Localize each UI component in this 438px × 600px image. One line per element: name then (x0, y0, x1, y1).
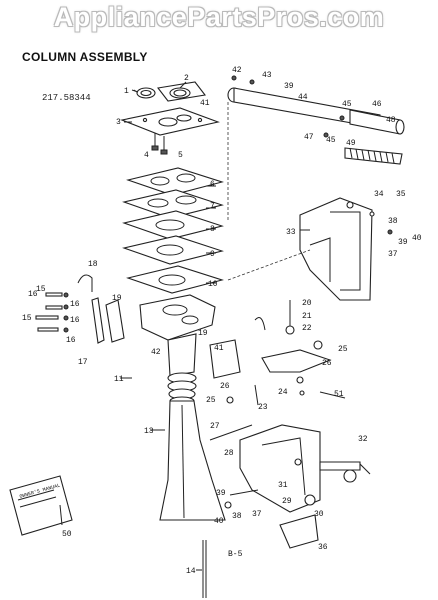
callout-4: 4 (144, 151, 149, 160)
callout-7: 7 (210, 202, 215, 211)
callout-46: 46 (372, 100, 382, 109)
drive-shaft (202, 540, 207, 598)
callout-16c: 16 (70, 316, 80, 325)
callout-20: 20 (302, 299, 312, 308)
callout-19a: 19 (112, 294, 122, 303)
callout-15a: 15 (36, 285, 46, 294)
callout-29: 29 (282, 497, 292, 506)
diagram-title: COLUMN ASSEMBLY (22, 50, 148, 64)
callout-40b: 40 (214, 517, 224, 526)
callout-1: 1 (124, 87, 129, 96)
callout-14: 14 (186, 567, 196, 576)
callout-16d: 16 (66, 336, 76, 345)
callout-44: 44 (298, 93, 308, 102)
gasket-stack (122, 167, 224, 294)
callout-48: 48 (386, 116, 396, 125)
callout-25a: 25 (338, 345, 348, 354)
callout-17: 17 (78, 358, 88, 367)
callout-42a: 42 (151, 348, 161, 357)
transom-clamp-bracket (209, 424, 371, 549)
callout-labels: 1 2 3 4 5 6 7 8 9 10 11 42 13 14 15 15 1… (22, 66, 422, 576)
leader-lines (59, 81, 310, 571)
tilt-lock-group (209, 300, 346, 406)
callout-16b: 16 (70, 300, 80, 309)
callout-10: 10 (208, 280, 218, 289)
callout-26b: 26 (220, 382, 230, 391)
callout-16a: 16 (28, 290, 38, 299)
callout-2: 2 (184, 74, 189, 83)
callout-5: 5 (178, 151, 183, 160)
callout-11: 11 (114, 375, 124, 384)
callout-38a: 38 (388, 217, 398, 226)
callout-6: 6 (210, 180, 215, 189)
callout-37b: 37 (252, 510, 262, 519)
callout-36: 36 (318, 543, 328, 552)
callout-47: 47 (304, 133, 314, 142)
callout-18: 18 (88, 260, 98, 269)
model-part-number: 217.58344 (42, 93, 91, 103)
left-fastener-group (35, 274, 132, 379)
callout-33: 33 (286, 228, 296, 237)
callout-28: 28 (224, 449, 234, 458)
callout-3: 3 (116, 118, 121, 127)
callout-49: 49 (346, 139, 356, 148)
callout-51: 51 (334, 390, 344, 399)
callout-38b: 38 (232, 512, 242, 521)
callout-19b: 19 (198, 329, 208, 338)
callout-8: 8 (210, 225, 215, 234)
callout-9: 9 (210, 250, 215, 259)
callout-27: 27 (210, 422, 220, 431)
callout-45a: 45 (342, 100, 352, 109)
callout-30: 30 (314, 510, 324, 519)
callout-15b: 15 (22, 314, 32, 323)
callout-41b: 41 (214, 344, 224, 353)
page-code: B-5 (228, 550, 243, 559)
swivel-bracket (227, 197, 393, 301)
column-housing (139, 294, 226, 521)
callout-23: 23 (258, 403, 268, 412)
callout-39a: 39 (284, 82, 294, 91)
callout-13: 13 (144, 427, 154, 436)
site-watermark: AppliancePartsPros.com (53, 2, 385, 32)
callout-50: 50 (62, 530, 72, 539)
callout-35: 35 (396, 190, 406, 199)
callout-42b: 42 (232, 66, 242, 75)
callout-39b: 39 (398, 238, 408, 247)
callout-25b: 25 (206, 396, 216, 405)
callout-39c: 39 (216, 489, 226, 498)
top-cover-plate (120, 81, 220, 155)
callout-32: 32 (358, 435, 368, 444)
callout-43: 43 (262, 71, 272, 80)
callout-24: 24 (278, 388, 288, 397)
callout-22: 22 (302, 324, 312, 333)
callout-40a: 40 (412, 234, 422, 243)
callout-21: 21 (302, 312, 312, 321)
tiller-handle (227, 75, 405, 220)
callout-26a: 26 (322, 359, 332, 368)
callout-41a: 41 (200, 99, 210, 108)
callout-45b: 45 (326, 136, 336, 145)
callout-37a: 37 (388, 250, 398, 259)
owners-manual-icon (9, 475, 73, 536)
callout-34: 34 (374, 190, 384, 199)
callout-31: 31 (278, 481, 288, 490)
